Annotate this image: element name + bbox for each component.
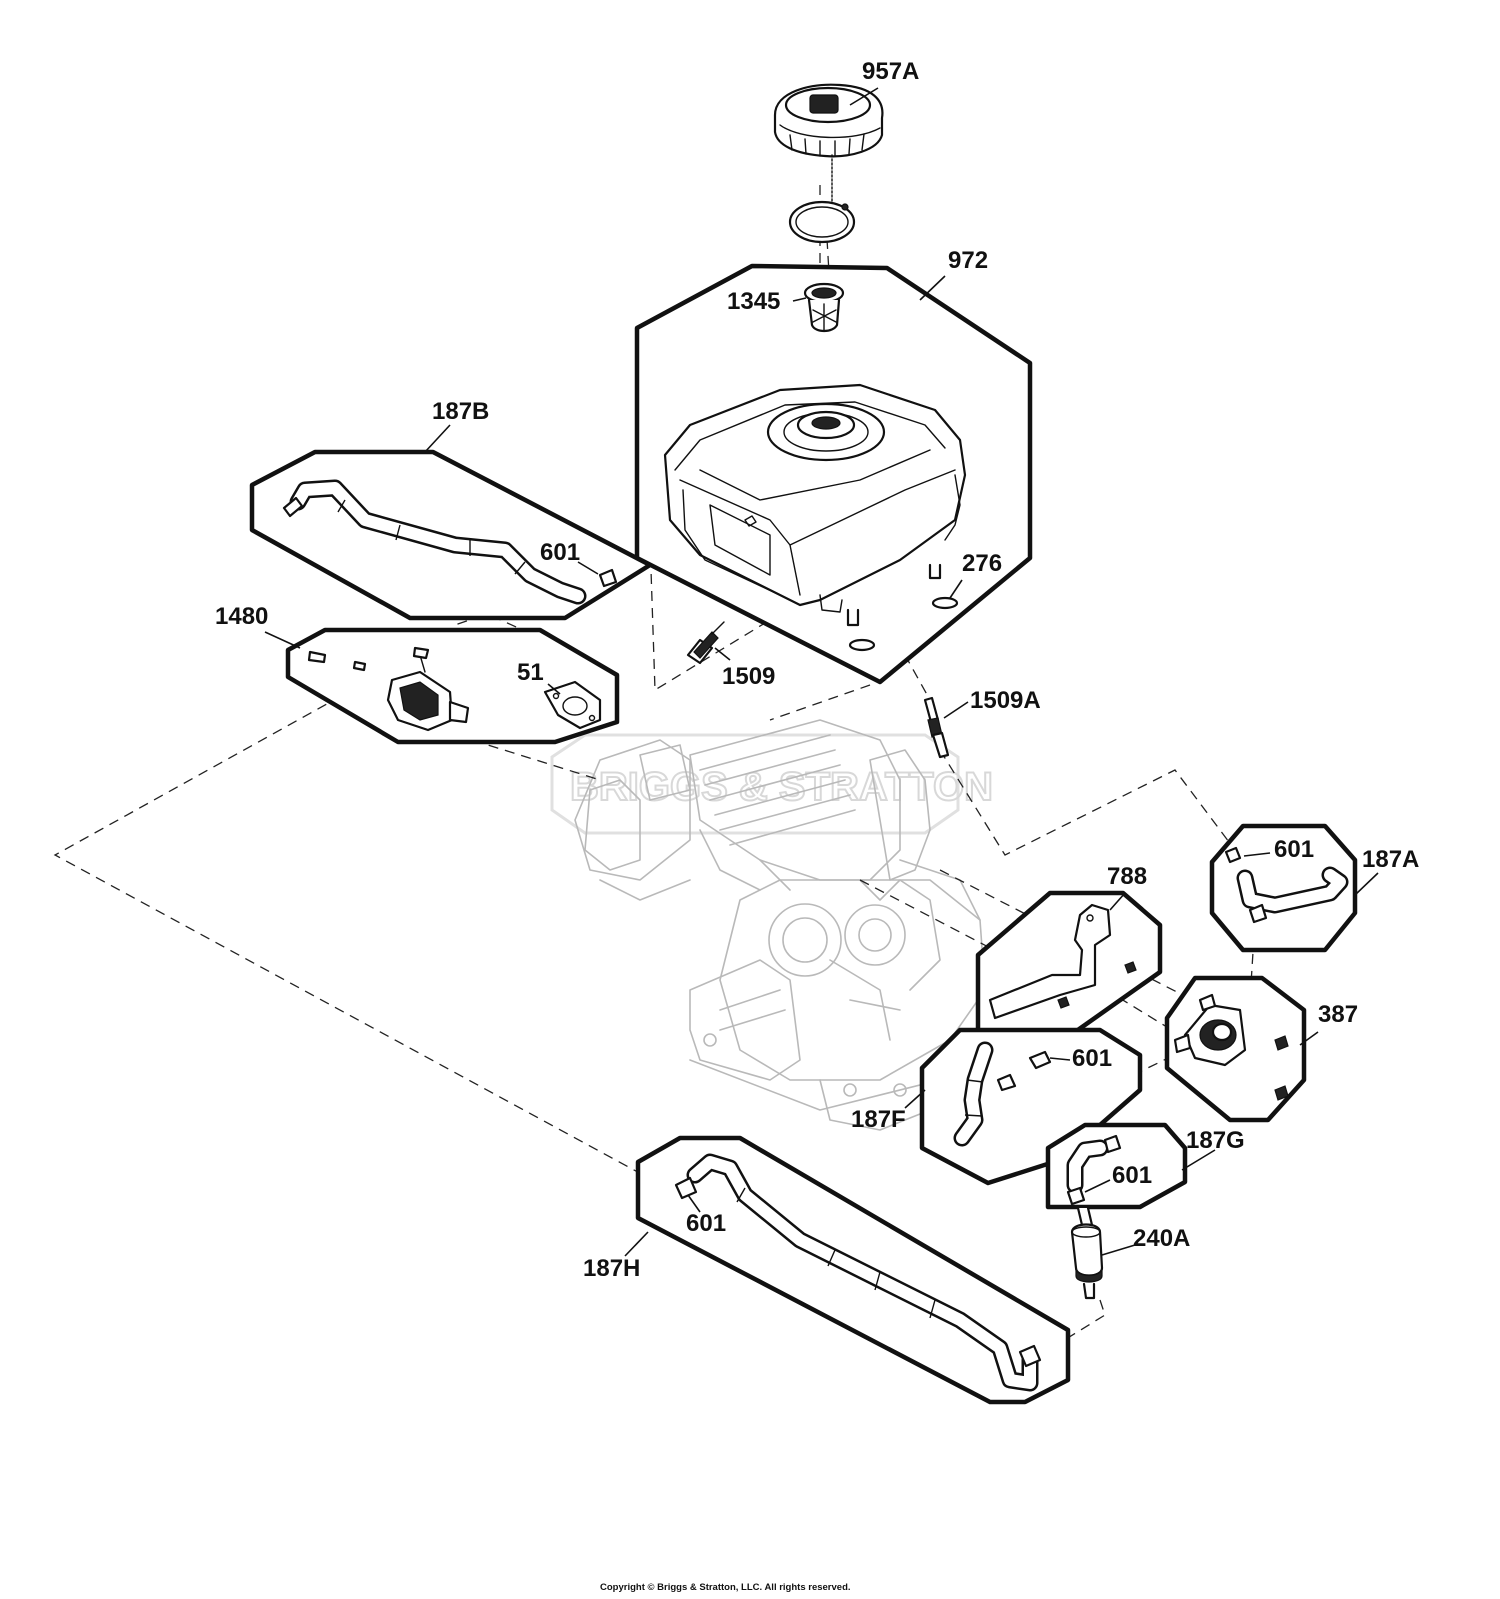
watermark-text: BRIGGS & STRATTON — [570, 765, 993, 809]
callout-387[interactable]: 387 — [1318, 1001, 1358, 1028]
callout-788[interactable]: 788 — [1107, 863, 1147, 890]
callout-957A[interactable]: 957A — [862, 58, 919, 85]
callout-1509A[interactable]: 1509A — [970, 687, 1041, 714]
fuel-hose-187F-icon[interactable] — [953, 1041, 1052, 1147]
callout-601-187G[interactable]: 601 — [1112, 1162, 1152, 1189]
fitting-1509A-icon[interactable] — [923, 696, 950, 759]
callout-240A[interactable]: 240A — [1133, 1225, 1190, 1252]
callout-187H[interactable]: 187H — [583, 1255, 640, 1282]
fuel-filter-240A-icon[interactable] — [1070, 1206, 1104, 1300]
fitting-1509-icon[interactable] — [686, 621, 725, 665]
fuel-valve-1480-icon[interactable] — [307, 646, 470, 732]
fuel-hose-187A-icon[interactable] — [1224, 846, 1349, 924]
group-box-187A — [1209, 823, 1358, 953]
cap-gasket-icon[interactable] — [788, 200, 856, 244]
callout-1345[interactable]: 1345 — [727, 288, 780, 315]
callout-601-187H[interactable]: 601 — [686, 1210, 726, 1237]
group-box-187B — [249, 449, 653, 621]
callout-601-187B[interactable]: 601 — [540, 539, 580, 566]
callout-972[interactable]: 972 — [948, 247, 988, 274]
callout-1509[interactable]: 1509 — [722, 663, 775, 690]
fuel-hose-187B-icon[interactable] — [282, 479, 618, 605]
callout-276[interactable]: 276 — [962, 550, 1002, 577]
callout-187B[interactable]: 187B — [432, 398, 489, 425]
fuel-cap-icon[interactable] — [773, 83, 884, 206]
fuel-pump-387-icon[interactable] — [1173, 993, 1289, 1101]
group-box-1480 — [285, 627, 620, 745]
fuel-tank-icon[interactable] — [663, 383, 967, 652]
callout-187G[interactable]: 187G — [1186, 1127, 1245, 1154]
callout-187A[interactable]: 187A — [1362, 846, 1419, 873]
copyright-text: Copyright © Briggs & Stratton, LLC. All … — [600, 1582, 851, 1593]
callout-51[interactable]: 51 — [517, 659, 544, 686]
callout-1480[interactable]: 1480 — [215, 603, 268, 630]
callout-601-187F[interactable]: 601 — [1072, 1045, 1112, 1072]
callout-187F[interactable]: 187F — [851, 1106, 906, 1133]
callout-601-187A[interactable]: 601 — [1274, 836, 1314, 863]
bracket-788-icon[interactable] — [988, 903, 1137, 1020]
fuel-hose-187G-icon[interactable] — [1066, 1134, 1122, 1206]
fuel-strainer-icon[interactable] — [803, 282, 845, 333]
fuel-hose-187H-icon[interactable] — [674, 1153, 1042, 1392]
